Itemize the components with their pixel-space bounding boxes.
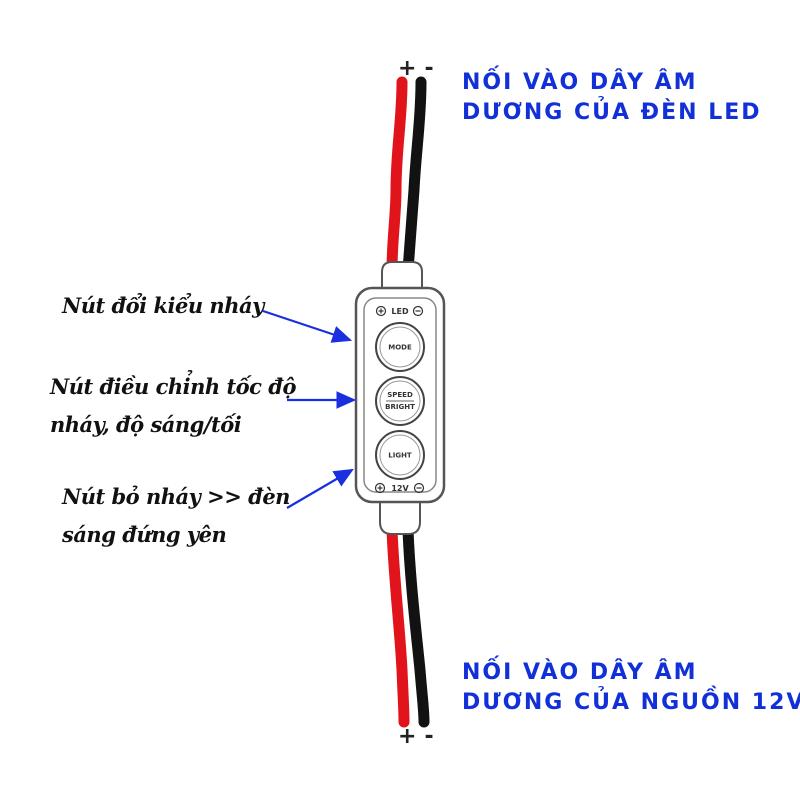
controller-face (363, 297, 437, 493)
light-callout: Nút bỏ nháy >> đèn sáng đứng yên (62, 478, 290, 554)
speed-bright-button[interactable]: SPEED BRIGHT (375, 376, 425, 426)
top-positive-wire (386, 76, 408, 276)
speed-callout: Nút điều chỉnh tốc độ nháy, độ sáng/tối (50, 368, 296, 444)
top-note: NỐI VÀO DÂY ÂM DƯƠNG CỦA ĐÈN LED (462, 68, 762, 128)
top-note-line1: NỐI VÀO DÂY ÂM (462, 70, 698, 95)
bottom-minus-sign: - (424, 724, 434, 749)
bottom-positive-wire (386, 524, 410, 728)
light-callout-arrow (286, 468, 354, 509)
light-callout-line1: Nút bỏ nháy >> đèn (62, 484, 290, 509)
speed-callout-line1: Nút điều chỉnh tốc độ (50, 374, 296, 399)
bottom-note-line1: NỐI VÀO DÂY ÂM (462, 660, 698, 685)
mode-callout: Nút đổi kiểu nháy (62, 287, 264, 325)
mode-callout-line1: Nút đổi kiểu nháy (62, 293, 264, 318)
light-button-label: LIGHT (388, 452, 412, 460)
top-plus-sign: + (398, 56, 417, 81)
bottom-negative-wire (402, 524, 430, 728)
led-marker-label: LED (391, 307, 409, 316)
light-button[interactable]: LIGHT (375, 430, 425, 480)
bottom-note: NỐI VÀO DÂY ÂM DƯƠNG CỦA NGUỒN 12V (462, 658, 800, 718)
12v-marker-label: 12V (391, 484, 409, 493)
bottom-plus-sign: + (398, 724, 417, 749)
bottom-polarity: +- (398, 724, 434, 749)
speed-callout-line2: nháy, độ sáng/tối (50, 412, 242, 437)
top-negative-wire (402, 76, 427, 276)
speed-button-label: SPEED (387, 391, 413, 399)
12v-marker: 12V (374, 482, 425, 494)
controller: LED MODE SPEED BRIGHT LIGHT 12V (354, 286, 446, 504)
top-wires (386, 76, 427, 276)
top-wire-sleeve (381, 261, 423, 291)
mode-button[interactable]: MODE (375, 322, 425, 372)
top-note-line2: DƯƠNG CỦA ĐÈN LED (462, 100, 762, 125)
light-callout-line2: sáng đứng yên (62, 522, 227, 547)
mode-callout-arrow (262, 309, 353, 343)
bottom-note-line2: DƯƠNG CỦA NGUỒN 12V (462, 690, 800, 715)
led-marker: LED (375, 305, 424, 317)
bright-button-label: BRIGHT (385, 403, 415, 411)
bottom-wire-sleeve (379, 499, 421, 535)
top-minus-sign: - (424, 56, 434, 81)
bottom-wires (386, 524, 430, 728)
mode-button-label: MODE (388, 344, 412, 352)
top-polarity: +- (398, 56, 434, 81)
